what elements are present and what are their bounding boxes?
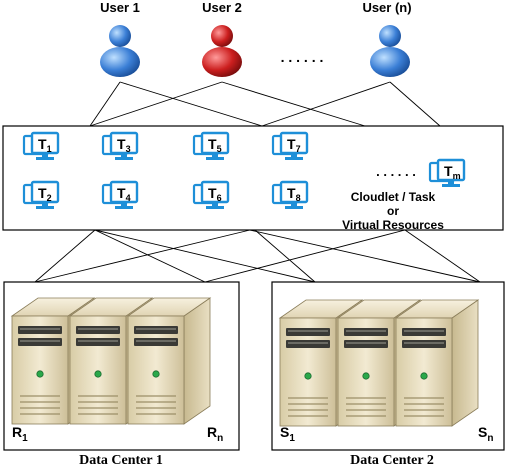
- task-label: T3: [117, 136, 131, 154]
- data-center-1-title: Data Center 1: [79, 453, 163, 468]
- user-n: [370, 25, 410, 77]
- data-center-2-title: Data Center 2: [350, 453, 434, 468]
- user-1-label: User 1: [100, 0, 140, 15]
- cloudlet-caption-line-1: Cloudlet / Task: [351, 190, 436, 204]
- users-ellipsis: . . . . . .: [281, 49, 324, 65]
- task-monitor-T6: T6: [192, 180, 230, 209]
- server-3: [126, 297, 212, 425]
- dc1-right-label: Rn: [207, 424, 223, 444]
- task-label: T7: [287, 136, 301, 154]
- user-icon: [100, 47, 140, 77]
- datacenter-connection-lines: [34, 229, 481, 283]
- task-monitor-T4: T4: [101, 180, 139, 209]
- task-label: T6: [208, 185, 222, 203]
- task-label: T4: [117, 185, 131, 203]
- user-icon: [202, 47, 242, 77]
- task-label: T5: [208, 136, 222, 154]
- task-monitor-T3: T3: [101, 131, 139, 160]
- servers: [10, 297, 480, 427]
- dc1-left-label: R1: [12, 424, 28, 444]
- user-icon: [370, 47, 410, 77]
- task-monitor-T8: T8: [271, 180, 309, 209]
- user-2: [202, 25, 242, 77]
- user-1: [100, 25, 140, 77]
- cloudlet-caption-line-3: Virtual Resources: [342, 218, 444, 232]
- cloudlet-box: [2, 125, 504, 231]
- cloudlet-caption-line-2: or: [387, 204, 399, 218]
- server-6: [394, 299, 480, 427]
- user-n-label: User (n): [362, 0, 411, 15]
- task-label: T8: [287, 185, 301, 203]
- task-label: T1: [38, 136, 52, 154]
- dc2-left-label: S1: [280, 424, 295, 444]
- task-label: T2: [38, 185, 52, 203]
- task-label: Tm: [444, 163, 461, 181]
- task-monitor-Tm: Tm: [428, 158, 466, 187]
- task-monitor-T5: T5: [192, 131, 230, 160]
- user-2-label: User 2: [202, 0, 242, 15]
- task-monitor-T7: T7: [271, 131, 309, 160]
- task-monitor-T2: T2: [22, 180, 60, 209]
- dc2-right-label: Sn: [478, 424, 493, 444]
- task-monitor-T1: T1: [22, 131, 60, 160]
- user-connection-lines: [89, 81, 441, 127]
- task-ellipsis: . . . . . .: [376, 164, 416, 179]
